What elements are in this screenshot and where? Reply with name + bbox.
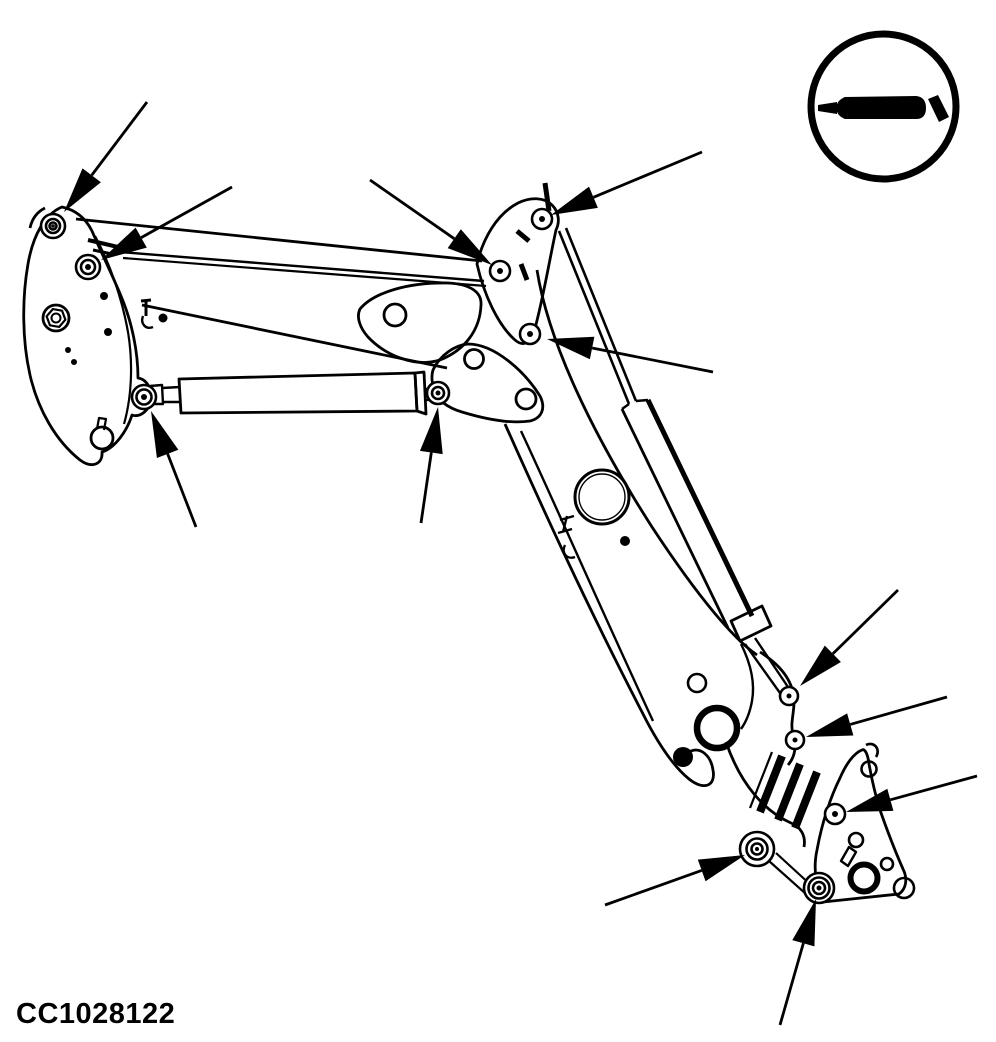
bucket-cylinder-step	[621, 398, 649, 410]
cylinder-collar	[413, 370, 428, 416]
boom-neck-right-edge	[759, 650, 797, 766]
plate-dot	[104, 328, 112, 336]
bracket-keyhole	[847, 831, 865, 849]
boom-lift-hole-inner	[578, 473, 626, 521]
callout-arrow	[551, 150, 703, 215]
bracket-corner-hole	[892, 876, 916, 900]
lift-cylinder	[148, 370, 433, 416]
link-plate-hole	[514, 387, 538, 411]
grease-fittings-layer	[39, 207, 847, 905]
attachment-bracket-outline	[813, 748, 908, 904]
callout-arrow	[419, 407, 443, 524]
grease-fitting-pivot-bracket-bottom	[518, 322, 542, 346]
bracket-dash	[518, 263, 530, 281]
callout-arrow	[151, 411, 198, 528]
grease-fitting-bracket-lower-pivot	[802, 871, 836, 905]
attachment-bracket	[813, 742, 916, 904]
mount-plate	[22, 205, 153, 466]
boom-small-hole	[686, 672, 708, 694]
callout-arrow	[369, 178, 492, 265]
boom-bushing-ring	[693, 704, 741, 752]
grease-fitting-mount-plate-upper	[39, 212, 67, 240]
boom-shadow-dash	[87, 238, 119, 249]
grease-fitting-pivot-bracket-top	[530, 207, 554, 231]
lube-symbol	[807, 30, 960, 183]
bucket-cylinder-collar	[729, 604, 773, 643]
pivot-bracket-outline	[475, 197, 560, 345]
boom-hook-curve	[724, 741, 806, 848]
boom-left-inner-edge	[519, 430, 655, 722]
plate-keyhole-slot	[95, 416, 108, 431]
boom-lift-hole-outer	[573, 468, 631, 526]
grease-fitting-boom-end-lower	[784, 729, 806, 751]
hose-clamp-pin	[140, 298, 152, 316]
boom-side-plate	[357, 281, 483, 364]
cylinder-rod	[161, 385, 181, 404]
grease-fitting-bracket-upper	[823, 802, 847, 826]
callout-arrow	[547, 336, 714, 374]
figure-code: CC1028122	[16, 998, 176, 1030]
boom-side-plate-hole	[382, 302, 408, 328]
callout-arrow	[846, 774, 978, 812]
callout-arrow	[604, 855, 745, 907]
mount-plate-top-arc	[28, 206, 46, 229]
bracket-keyhole-slot	[839, 845, 858, 868]
callout-arrow	[800, 588, 899, 686]
plate-dot	[100, 292, 108, 300]
plate-dot	[71, 359, 77, 365]
bracket-small-hole	[879, 856, 895, 872]
bracket-bushing-ring	[847, 861, 881, 895]
bracket-dash	[515, 229, 531, 243]
bucket-cylinder-rod-upper	[557, 227, 638, 405]
plate-dot	[65, 347, 71, 353]
boom-right-edge	[535, 269, 758, 657]
grease-fitting-lift-cylinder-base	[130, 383, 158, 411]
callout-arrow	[64, 101, 149, 212]
hatch-bar	[756, 754, 786, 814]
hatch-boundary	[748, 751, 774, 809]
bucket-cylinder-tube-shade	[645, 398, 755, 618]
lower-boom	[503, 227, 814, 895]
bracket-hook	[865, 742, 879, 758]
pivot-pin-stub	[542, 182, 552, 212]
callout-arrow	[778, 899, 816, 1026]
cylinder-body	[177, 371, 419, 415]
grease-fitting-mount-plate-lower	[74, 253, 102, 281]
boom-clip	[557, 514, 576, 559]
grease-fitting-lift-cylinder-rod	[425, 380, 451, 406]
pivot-bracket	[475, 182, 560, 345]
bracket-hook-eye	[860, 760, 878, 778]
boom-tip-pin	[673, 747, 693, 767]
callout-arrow	[806, 695, 948, 737]
link-lower-lug	[738, 830, 776, 868]
plate-keyhole	[89, 425, 115, 451]
boom-inner-edge	[122, 256, 487, 288]
grease-fitting-link-lower	[745, 837, 769, 861]
hex-bolt-inner	[50, 312, 62, 324]
boom-neck-left-edge	[739, 643, 755, 730]
hose-clamp-dot	[158, 313, 168, 323]
lube-symbol-circle	[807, 30, 960, 183]
hex-bolt-head	[45, 308, 67, 328]
hatch-bar	[791, 770, 821, 830]
callout-arrow	[101, 185, 233, 260]
boom-arm	[75, 217, 487, 370]
hose-clamp-foot	[141, 315, 154, 329]
bucket-cylinder-rod-lower	[744, 637, 789, 694]
grease-fitting-boom-end-upper	[778, 685, 800, 707]
boom-dot	[620, 536, 630, 546]
bucket-cylinder-tube	[620, 408, 730, 629]
mount-plate-inner-edge	[94, 235, 133, 425]
boom-top-edge	[75, 217, 483, 263]
grease-fitting-pivot-bracket-left	[488, 259, 512, 283]
grease-gun-icon	[818, 95, 949, 122]
hex-bolt-outer	[41, 303, 71, 333]
boom-left-edge	[503, 423, 715, 788]
boom-inner-edge	[119, 250, 485, 283]
callout-arrows-layer	[64, 101, 978, 1026]
hatch-channel	[748, 751, 821, 830]
hatch-bar	[774, 762, 804, 822]
link-plate-hole	[463, 348, 485, 370]
